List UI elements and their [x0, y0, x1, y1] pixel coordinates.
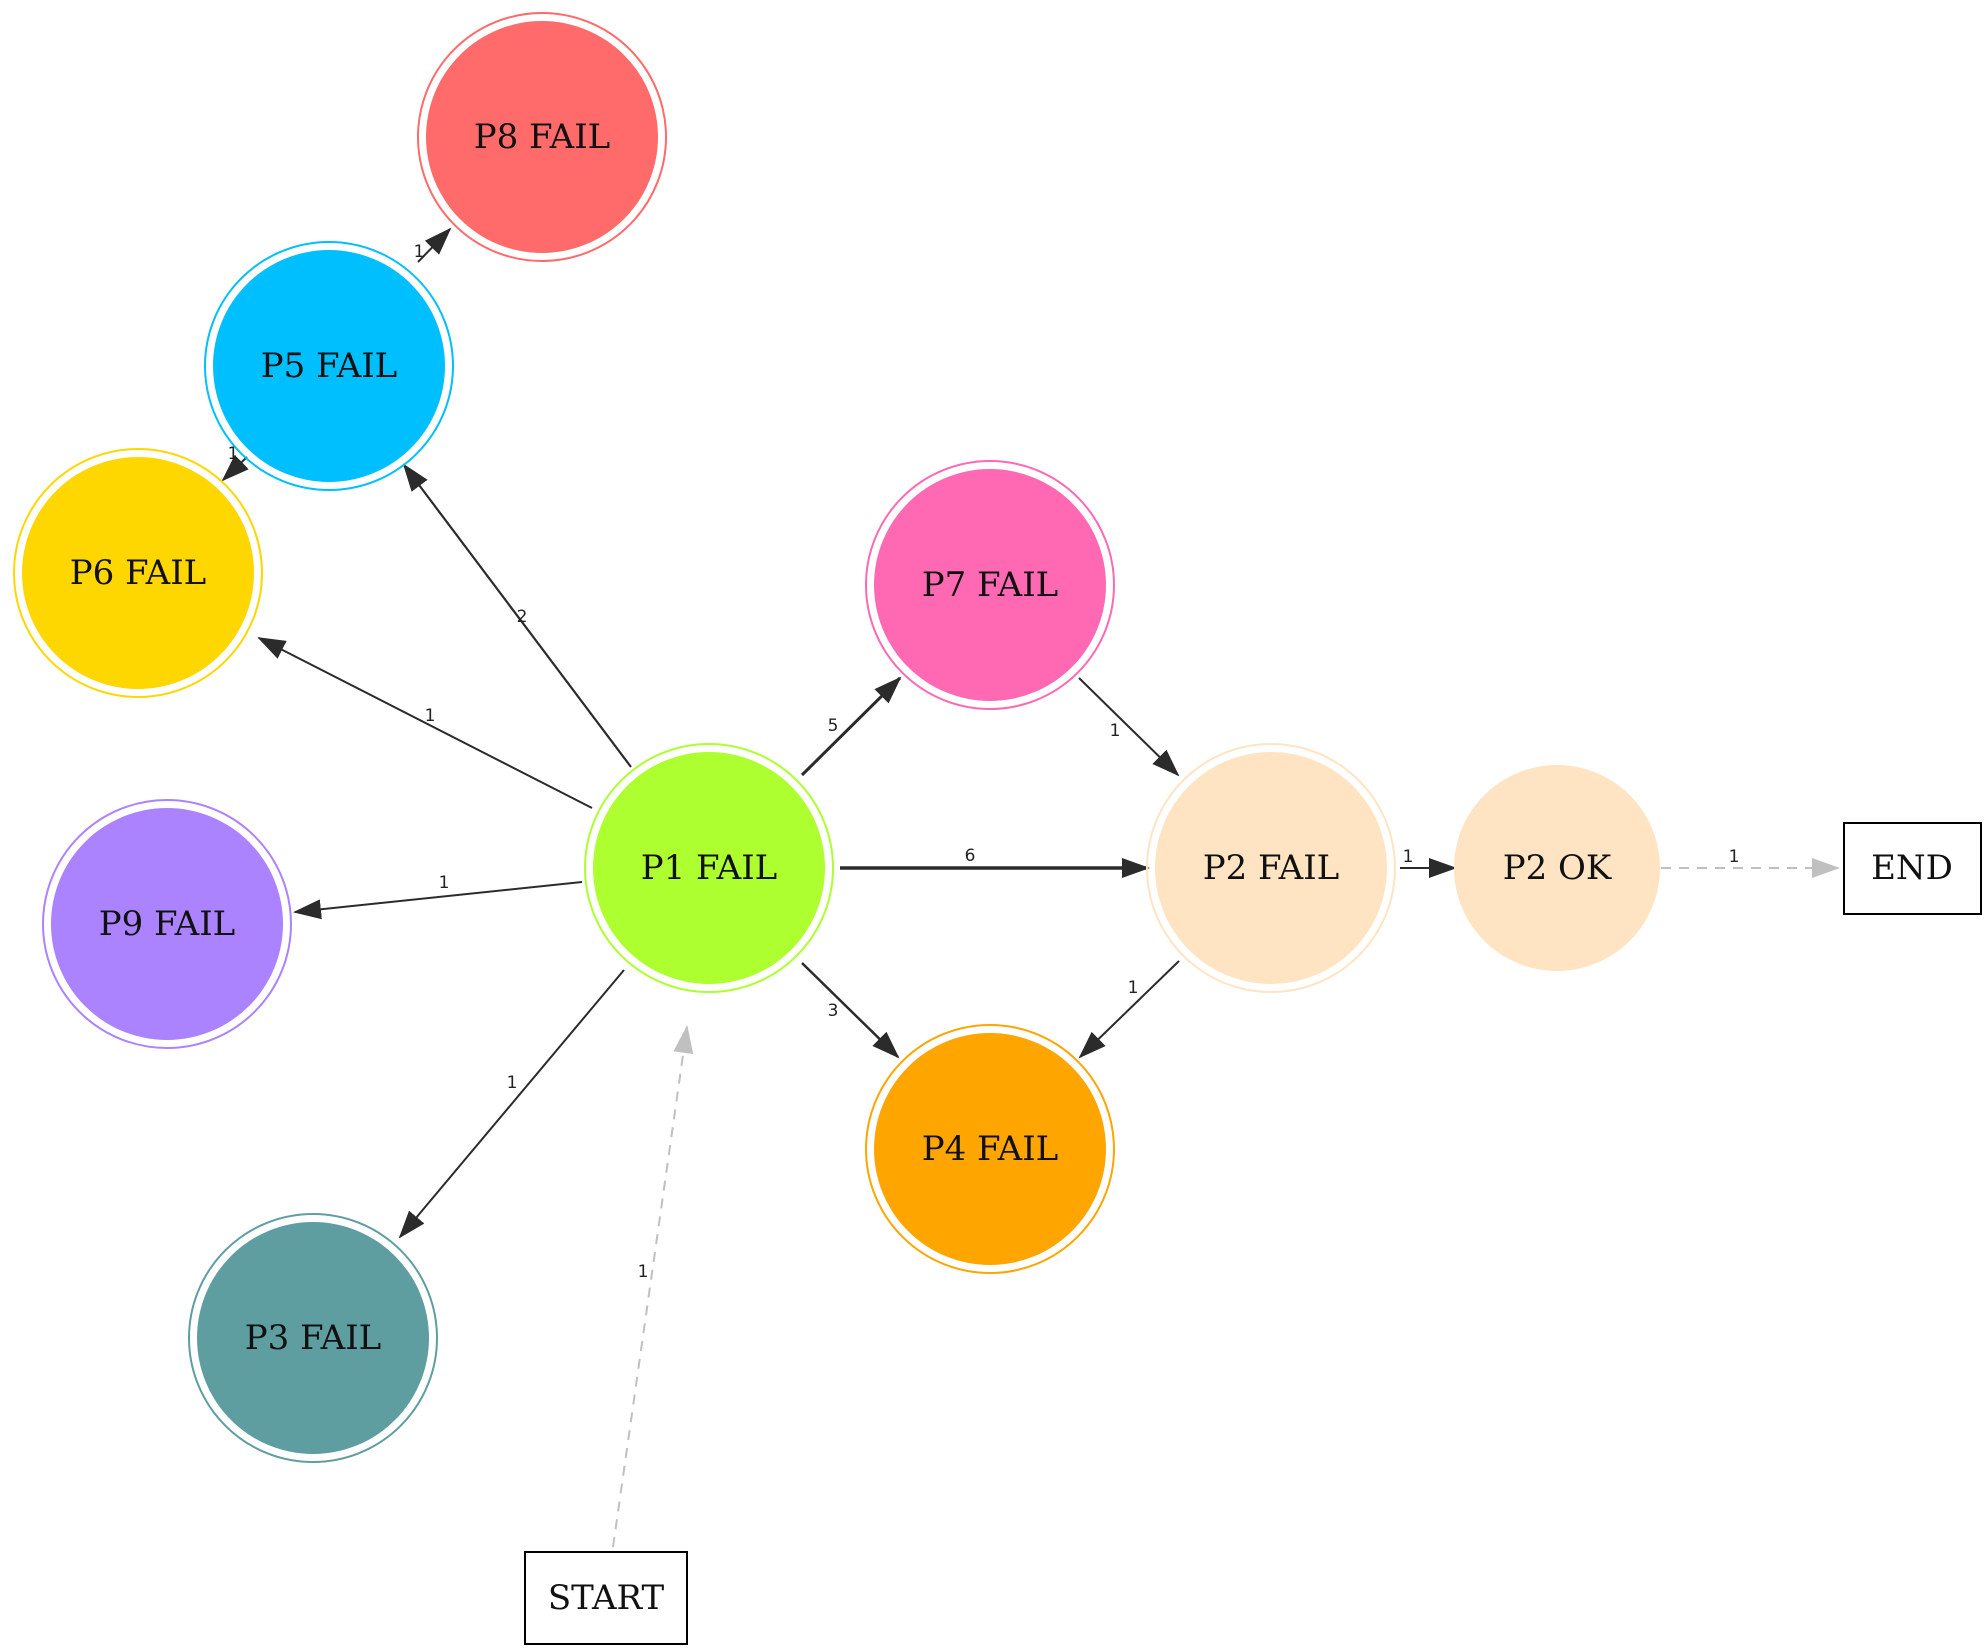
edge-label-p1-p4: 3 [828, 1001, 839, 1021]
edge-label-p7-p2: 1 [1110, 721, 1121, 741]
node-p2ok[interactable]: P2 OK [1454, 765, 1660, 971]
edge-p5-p8 [417, 227, 452, 263]
node-label-p2: P2 FAIL [1203, 848, 1340, 888]
edge-p7-p2 [1078, 677, 1180, 777]
edge-labels: 1 6 5 3 2 1 1 1 1 1 1 1 1 1 [228, 242, 1740, 1282]
edge-p1-p4 [801, 962, 900, 1059]
node-p6[interactable]: P6 FAIL [13, 448, 263, 698]
edge-p1-p7 [800, 676, 902, 777]
edge-start-p1 [612, 1025, 694, 1548]
node-p1[interactable]: P1 FAIL [584, 743, 834, 993]
node-label-p7: P7 FAIL [922, 565, 1059, 605]
node-p4[interactable]: P4 FAIL [865, 1024, 1115, 1274]
edge-p1-p9 [293, 881, 583, 920]
node-label-p3: P3 FAIL [245, 1318, 382, 1358]
node-label-start: START [548, 1578, 665, 1618]
node-label-end: END [1871, 848, 1953, 888]
edge-label-p2-p4: 1 [1128, 978, 1139, 998]
edges [221, 227, 1840, 1548]
edge-label-p1-p3: 1 [507, 1073, 518, 1093]
edge-label-p1-p5: 2 [517, 607, 528, 627]
edge-p1-p6 [257, 637, 593, 809]
edge-label-p5-p6: 1 [228, 444, 239, 464]
edge-label-p1-p7: 5 [828, 716, 839, 736]
edge-label-p5-p8: 1 [414, 242, 425, 262]
node-label-p8: P8 FAIL [474, 117, 611, 157]
edge-p5-p6 [221, 454, 249, 482]
node-label-p4: P4 FAIL [922, 1129, 1059, 1169]
node-p2[interactable]: P2 FAIL [1146, 743, 1396, 993]
node-p5[interactable]: P5 FAIL [204, 241, 454, 491]
node-start[interactable]: START [524, 1551, 688, 1645]
edge-p2-p4 [1078, 960, 1180, 1059]
edge-label-start-p1: 1 [638, 1262, 649, 1282]
edge-label-p1-p2: 6 [965, 846, 976, 866]
node-label-p9: P9 FAIL [99, 904, 236, 944]
edge-p1-p5 [402, 463, 632, 768]
node-label-p2ok: P2 OK [1503, 848, 1612, 888]
node-p9[interactable]: P9 FAIL [42, 799, 292, 1049]
node-p3[interactable]: P3 FAIL [188, 1213, 438, 1463]
node-label-p1: P1 FAIL [641, 848, 778, 888]
node-p8[interactable]: P8 FAIL [417, 12, 667, 262]
edge-label-p1-p6: 1 [425, 706, 436, 726]
node-label-p6: P6 FAIL [70, 553, 207, 593]
node-p7[interactable]: P7 FAIL [865, 460, 1115, 710]
edge-p1-p3 [398, 969, 625, 1239]
edge-label-p1-p9: 1 [439, 873, 450, 893]
edge-label-p2ok-end: 1 [1729, 847, 1740, 867]
nodes: P8 FAIL P5 FAIL P6 FAIL P7 FAIL P1 FAIL … [13, 12, 1982, 1645]
edge-label-p2-p2ok: 1 [1403, 847, 1414, 867]
node-end[interactable]: END [1843, 822, 1982, 915]
node-label-p5: P5 FAIL [261, 346, 398, 386]
